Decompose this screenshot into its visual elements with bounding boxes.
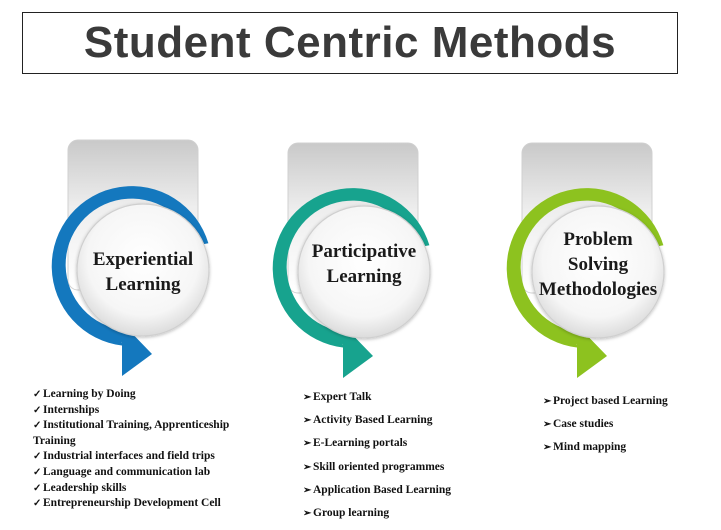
arrow-head-icon: ➢ <box>303 508 312 520</box>
list-item: ➢Project based Learning <box>543 390 713 413</box>
list-item: ✓Leadership skills <box>33 481 263 497</box>
list-item: ✓Entrepreneurship Development Cell <box>33 496 263 512</box>
list-item: ➢E-Learning portals <box>303 432 503 455</box>
label-problem-solving: Problem Solving Methodologies <box>528 214 668 314</box>
arrow-head-icon: ➢ <box>543 419 552 431</box>
list-item: ✓Industrial interfaces and field trips <box>33 449 263 465</box>
list-experiential: ✓Learning by Doing ✓Internships ✓Institu… <box>33 387 263 512</box>
circle-participative <box>297 205 431 339</box>
arrow-head-icon: ➢ <box>303 438 312 450</box>
label-line: Experiential <box>92 249 194 270</box>
arrow-head-icon: ➢ <box>303 461 312 473</box>
arrow-head-icon: ➢ <box>543 442 552 454</box>
list-item: ✓Institutional Training, Apprenticeship … <box>33 419 230 447</box>
arrowhead-experiential <box>122 323 152 376</box>
arrow-head-icon: ➢ <box>303 484 312 496</box>
list-item: ➢Activity Based Learning <box>303 409 503 432</box>
label-line: Solving <box>567 253 629 275</box>
check-mark-icon: ✓ <box>33 389 42 400</box>
arrow-head-icon: ➢ <box>303 392 312 403</box>
arrowhead-participative <box>343 325 373 378</box>
title-box: Student Centric Methods <box>22 12 678 74</box>
check-mark-icon: ✓ <box>33 451 42 463</box>
list-problem-solving: ➢Project based Learning ➢Case studies ➢M… <box>543 390 713 460</box>
check-mark-icon: ✓ <box>33 498 42 510</box>
label-line: Problem <box>563 228 633 250</box>
list-item: ➢Expert Talk <box>303 386 503 409</box>
method-experiential <box>51 139 210 376</box>
method-participative <box>272 142 431 378</box>
label-line: Methodologies <box>538 278 658 300</box>
arrow-head-icon: ➢ <box>543 396 552 407</box>
label-line: Learning <box>105 274 181 295</box>
circle-experiential <box>76 203 210 337</box>
method-problem-solving <box>506 142 665 378</box>
label-line: Learning <box>326 266 402 287</box>
check-mark-icon: ✓ <box>33 466 42 478</box>
check-mark-icon: ✓ <box>33 404 42 416</box>
list-item: ✓Internships <box>33 403 263 419</box>
arrowhead-problem-solving <box>577 325 607 378</box>
list-item: ➢Mind mapping <box>543 436 713 459</box>
label-line: Participative <box>311 241 417 262</box>
arrow-head-icon: ➢ <box>303 415 312 427</box>
list-item: ✓Learning by Doing <box>33 387 263 403</box>
check-mark-icon: ✓ <box>33 482 42 494</box>
list-item: ➢Group learning <box>303 502 503 525</box>
check-mark-icon: ✓ <box>33 420 42 432</box>
list-item: ➢Application Based Learning <box>303 479 503 502</box>
list-item: ➢Skill oriented programmes <box>303 456 503 479</box>
label-participative: Participative Learning <box>299 214 429 314</box>
list-item: ✓Language and communication lab <box>33 465 263 481</box>
label-experiential: Experiential Learning <box>78 222 208 322</box>
page-title: Student Centric Methods <box>83 18 617 67</box>
list-participative: ➢Expert Talk ➢Activity Based Learning ➢E… <box>303 386 503 525</box>
list-item: ➢Case studies <box>543 413 713 436</box>
circle-problem-solving <box>531 205 665 339</box>
